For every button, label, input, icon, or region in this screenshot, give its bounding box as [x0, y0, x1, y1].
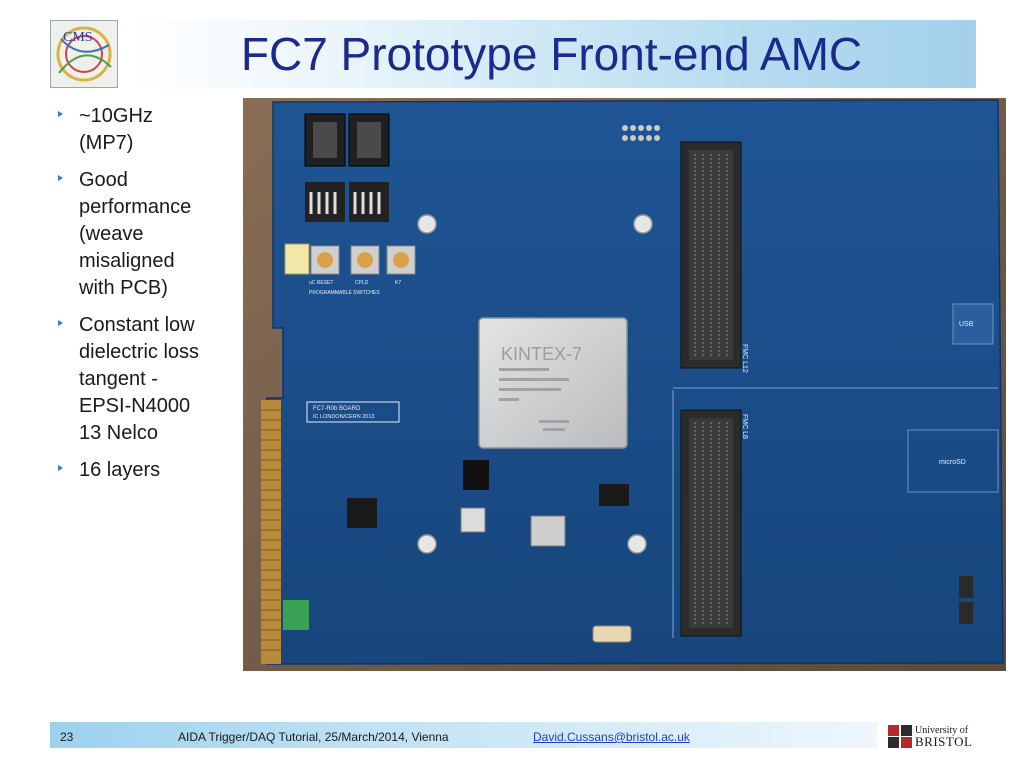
bullet-item: 16 layers: [55, 457, 235, 484]
power-jumper: [284, 243, 310, 275]
bullet-marker-icon: [58, 175, 63, 181]
page-number: 23: [60, 730, 74, 744]
kintex-chip: [478, 317, 628, 449]
footer-event: AIDA Trigger/DAQ Tutorial, 25/March/2014…: [178, 730, 449, 744]
fmc-l8-label: FMC L8: [741, 414, 748, 439]
dip-switches: [305, 182, 389, 222]
kintex-chip-label: KINTEX-7: [501, 344, 582, 364]
bullet-item: Constant low dielectric loss tangent - E…: [55, 312, 235, 447]
bullet-text: ~10GHz (MP7): [79, 105, 153, 154]
k7-label: K7: [395, 280, 401, 286]
board-label-box: [306, 401, 400, 423]
title-band: [127, 20, 976, 88]
reset-label: uC RESET: [309, 280, 333, 286]
bullet-item: Good performance (weave misaligned with …: [55, 167, 235, 302]
push-buttons: [310, 245, 416, 275]
bullet-marker-icon: [58, 465, 63, 471]
fc7-board-photo: FMC L12 FMC L8 KINTEX-7 PROGRAMMABLE SWI…: [243, 98, 1006, 671]
bullet-marker-icon: [58, 320, 63, 326]
jtag-headers: [304, 113, 390, 167]
edge-fingers: [261, 409, 281, 651]
bristol-line2: BRISTOL: [915, 734, 973, 749]
board-label: FC7-R0b BOARD: [313, 406, 361, 412]
cms-logo: CMS: [50, 20, 118, 88]
bullet-list: ~10GHz (MP7) Good performance (weave mis…: [55, 103, 235, 494]
bristol-line1: University of: [915, 725, 969, 736]
cms-logo-text: CMS: [63, 30, 93, 45]
fmc-connector-top: [680, 141, 742, 369]
edge-connector: [261, 400, 281, 664]
footer-band: [50, 722, 877, 748]
board-sublabel: IC LONDON/CERN 2013: [313, 414, 374, 420]
cpld-label: CPLD: [355, 280, 369, 286]
bullet-item: ~10GHz (MP7): [55, 103, 235, 157]
usb-area: [952, 303, 994, 345]
bullet-marker-icon: [58, 111, 63, 117]
page-title: FC7 Prototype Front-end AMC: [240, 28, 863, 80]
bristol-crest-icon: [888, 725, 912, 748]
fmc-l12-label: FMC L12: [741, 344, 748, 373]
bullet-text: 16 layers: [79, 459, 161, 481]
bristol-wordmark: University of BRISTOL: [915, 725, 973, 749]
chip-markings: [499, 368, 569, 431]
components: [283, 460, 632, 643]
microsd-label: microSD: [939, 459, 966, 466]
sfp-cages: [959, 576, 973, 624]
fmc-outline: [672, 387, 998, 638]
author-email-link[interactable]: David.Cussans@bristol.ac.uk: [533, 730, 690, 744]
switches-label: PROGRAMMABLE SWITCHES: [309, 290, 380, 296]
bullet-text: Constant low dielectric loss tangent - E…: [79, 314, 200, 444]
usb-label: USB: [959, 321, 974, 328]
microsd-slot: [907, 429, 999, 493]
fmc-connector-bottom: [680, 409, 742, 637]
mounting-holes: [417, 214, 653, 554]
pcb: [266, 99, 1004, 665]
bullet-text: Good performance (weave misaligned with …: [79, 169, 192, 299]
bristol-logo: [886, 722, 981, 750]
top-pin-header: [622, 125, 660, 141]
